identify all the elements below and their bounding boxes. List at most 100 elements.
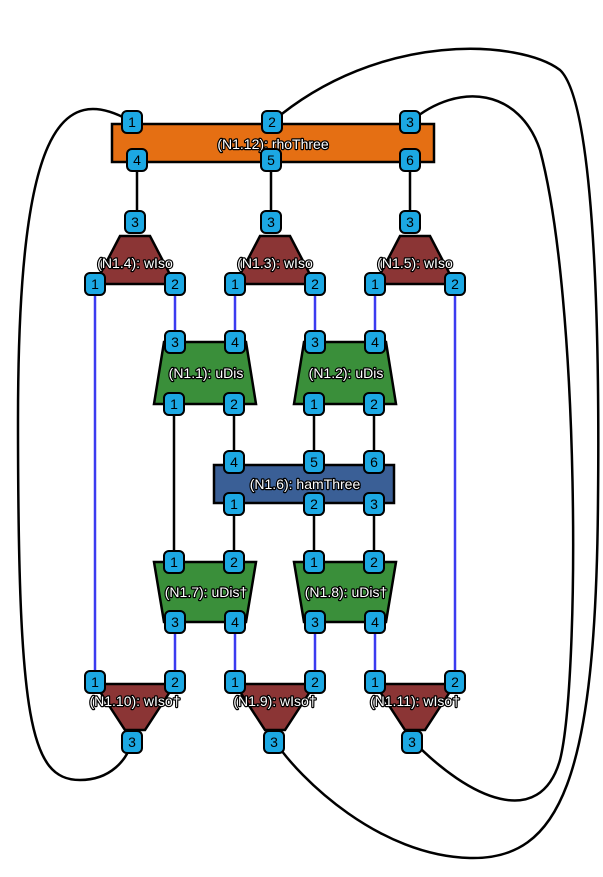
port-n1-3-2[interactable]: 2 [304, 272, 326, 296]
port-n1-1-3[interactable]: 3 [164, 330, 186, 354]
port-n1-11-1[interactable]: 1 [364, 670, 386, 694]
label-n1-1: (N1.1): uDis [169, 365, 244, 381]
port-box [224, 330, 246, 354]
port-box [399, 110, 421, 134]
port-n1-6-1[interactable]: 1 [223, 492, 245, 516]
port-n1-1-4[interactable]: 4 [224, 330, 246, 354]
port-box [363, 392, 385, 416]
label-n1-12: (N1.12): rhoThree [217, 136, 328, 152]
port-n1-9-3[interactable]: 3 [263, 730, 285, 754]
node-n1-4-wiso-body[interactable] [92, 234, 178, 286]
port-n1-4-3[interactable]: 3 [124, 210, 146, 234]
port-n1-2-3[interactable]: 3 [304, 330, 326, 354]
port-n1-5-1[interactable]: 1 [364, 272, 386, 296]
ports: 1 2 3 4 5 6 3 1 2 3 1 2 3 1 2 3 4 1 2 3 4 1 2 4 5 6 1 2 3 1 2 3 4 1 2 3 4 1 2 3… [84, 110, 466, 754]
port-n1-12-5[interactable]: 5 [260, 148, 282, 172]
port-n1-7-3[interactable]: 3 [164, 610, 186, 634]
port-number: 3 [267, 214, 275, 230]
node-n1-2-udis-body[interactable] [292, 340, 398, 406]
port-box [364, 670, 386, 694]
port-n1-2-1[interactable]: 1 [303, 392, 325, 416]
label-n1-4: (N1.4): wIso [97, 255, 173, 271]
port-n1-2-2[interactable]: 2 [363, 392, 385, 416]
node-n1-9-wiso-dag-body[interactable] [232, 682, 318, 732]
node-n1-1-udis-body[interactable] [152, 340, 258, 406]
port-n1-6-5[interactable]: 5 [303, 450, 325, 474]
port-box [261, 110, 283, 134]
port-n1-6-3[interactable]: 3 [363, 492, 385, 516]
port-n1-7-2[interactable]: 2 [223, 550, 245, 574]
port-box [401, 730, 423, 754]
port-number: 1 [230, 496, 238, 512]
port-number: 2 [171, 276, 179, 292]
port-box [303, 550, 325, 574]
port-number: 2 [311, 674, 319, 690]
port-n1-7-4[interactable]: 4 [224, 610, 246, 634]
port-number: 3 [408, 734, 416, 750]
port-number: 1 [231, 674, 239, 690]
port-box [223, 392, 245, 416]
port-number: 2 [230, 554, 238, 570]
node-n1-11-wiso-dag-body[interactable] [372, 682, 458, 732]
node-n1-10-wiso-dag-body[interactable] [92, 682, 178, 732]
label-n1-8: (N1.8): uDis† [305, 584, 387, 600]
port-n1-6-4[interactable]: 4 [223, 450, 245, 474]
port-number: 3 [128, 734, 136, 750]
port-n1-5-3[interactable]: 3 [399, 210, 421, 234]
port-box [126, 148, 148, 172]
port-n1-10-2[interactable]: 2 [164, 670, 186, 694]
port-n1-11-3[interactable]: 3 [401, 730, 423, 754]
port-n1-8-2[interactable]: 2 [363, 550, 385, 574]
port-number: 4 [133, 152, 141, 168]
port-number: 2 [451, 674, 459, 690]
node-n1-5-wiso-body[interactable] [372, 234, 458, 286]
edge-loop-right-inner [409, 95, 575, 802]
port-number: 4 [231, 334, 239, 350]
port-box [303, 450, 325, 474]
port-n1-8-4[interactable]: 4 [364, 610, 386, 634]
port-box [121, 730, 143, 754]
port-box [84, 670, 106, 694]
label-n1-6: (N1.6): hamThree [250, 476, 361, 492]
port-box [304, 670, 326, 694]
port-box [163, 392, 185, 416]
port-n1-2-4[interactable]: 4 [364, 330, 386, 354]
port-n1-11-2[interactable]: 2 [444, 670, 466, 694]
port-n1-6-6[interactable]: 6 [363, 450, 385, 474]
node-labels: (N1.12): rhoThree (N1.4): wIso (N1.3): w… [88, 135, 461, 710]
port-n1-12-4[interactable]: 4 [126, 148, 148, 172]
port-n1-8-1[interactable]: 1 [303, 550, 325, 574]
label-n1-10: (N1.10): wIso† [89, 693, 180, 709]
port-n1-3-1[interactable]: 1 [224, 272, 246, 296]
port-n1-4-2[interactable]: 2 [164, 272, 186, 296]
port-n1-12-2[interactable]: 2 [261, 110, 283, 134]
port-n1-5-2[interactable]: 2 [444, 272, 466, 296]
node-n1-3-wiso-body[interactable] [232, 234, 318, 286]
label-n1-2: (N1.2): uDis [309, 365, 384, 381]
port-number: 6 [370, 454, 378, 470]
port-number: 3 [311, 614, 319, 630]
port-n1-3-3[interactable]: 3 [260, 210, 282, 234]
port-box [364, 330, 386, 354]
port-n1-9-2[interactable]: 2 [304, 670, 326, 694]
port-number: 5 [267, 152, 275, 168]
port-number: 3 [270, 734, 278, 750]
port-n1-1-2[interactable]: 2 [223, 392, 245, 416]
port-n1-12-3[interactable]: 3 [399, 110, 421, 134]
port-box [364, 272, 386, 296]
port-n1-10-3[interactable]: 3 [121, 730, 143, 754]
port-n1-6-2[interactable]: 2 [303, 492, 325, 516]
port-n1-7-1[interactable]: 1 [163, 550, 185, 574]
port-n1-10-1[interactable]: 1 [84, 670, 106, 694]
port-box [304, 610, 326, 634]
port-n1-1-1[interactable]: 1 [163, 392, 185, 416]
port-number: 1 [128, 114, 136, 130]
port-n1-8-3[interactable]: 3 [304, 610, 326, 634]
port-n1-9-1[interactable]: 1 [224, 670, 246, 694]
port-n1-12-1[interactable]: 1 [121, 110, 143, 134]
port-n1-4-1[interactable]: 1 [84, 272, 106, 296]
port-number: 1 [371, 276, 379, 292]
port-n1-12-6[interactable]: 6 [399, 148, 421, 172]
